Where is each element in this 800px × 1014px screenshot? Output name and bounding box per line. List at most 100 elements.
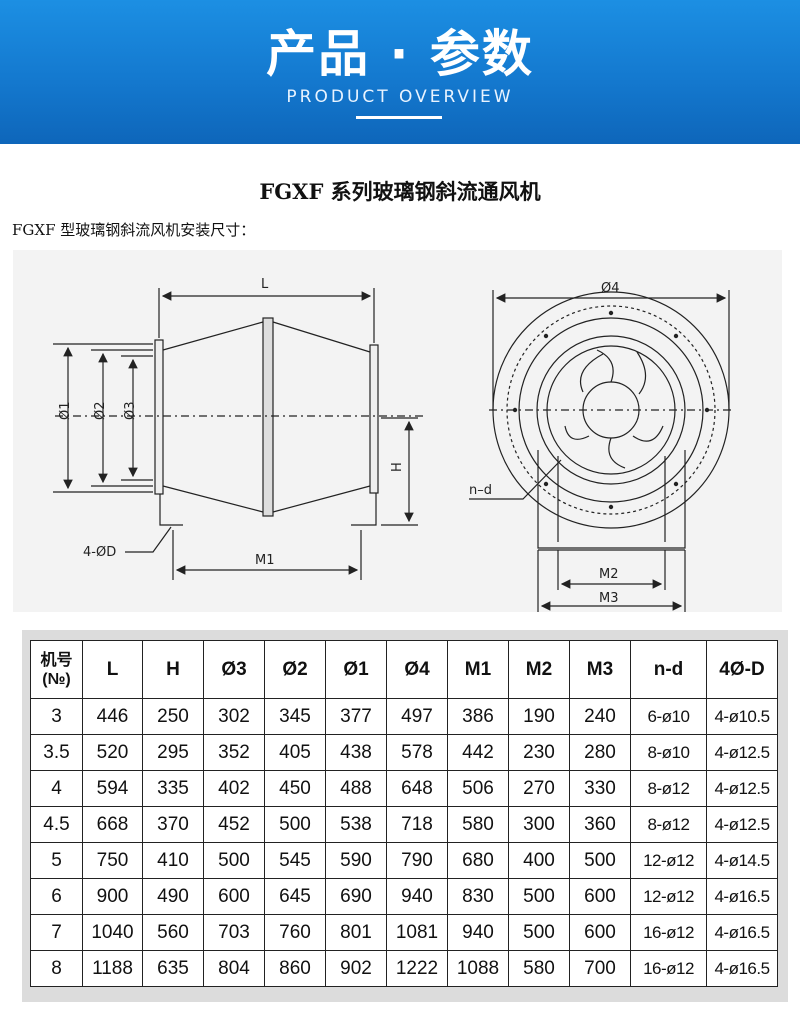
table-cell: 400 xyxy=(508,842,570,879)
header-cell: Ø4 xyxy=(386,640,448,699)
table-cell: 8-ø10 xyxy=(630,734,707,771)
table-cell: 668 xyxy=(82,806,143,843)
table-cell: 680 xyxy=(447,842,509,879)
table-cell: 405 xyxy=(264,734,326,771)
table-cell: 4-ø12.5 xyxy=(706,770,778,807)
table-cell: 345 xyxy=(264,698,326,735)
table-cell: 520 xyxy=(82,734,143,771)
banner-title: 产品 · 参数 xyxy=(266,25,534,83)
table-cell: 446 xyxy=(82,698,143,735)
table-cell: 4-ø16.5 xyxy=(706,950,778,987)
table-cell: 5 xyxy=(30,842,83,879)
table-cell: 230 xyxy=(508,734,570,771)
header-model-no: 机号 (№) xyxy=(40,651,73,688)
label-d3: Ø3 xyxy=(123,401,138,420)
table-cell: 488 xyxy=(325,770,387,807)
table-cell: 280 xyxy=(569,734,631,771)
banner-divider xyxy=(356,116,442,119)
table-cell: 352 xyxy=(203,734,265,771)
label-M2: M2 xyxy=(599,567,619,582)
table-cell: 600 xyxy=(569,878,631,915)
header-cell: L xyxy=(82,640,143,699)
table-cell: 386 xyxy=(447,698,509,735)
label-M1: M1 xyxy=(255,553,275,568)
side-view-labels: L Ø1 Ø2 Ø3 H 4-ØD M1 xyxy=(58,277,405,568)
table-cell: 578 xyxy=(386,734,448,771)
table-cell: 438 xyxy=(325,734,387,771)
header-cell: 机号 (№) xyxy=(30,640,83,699)
label-H: H xyxy=(390,462,405,472)
table-cell: 295 xyxy=(142,734,204,771)
label-bolt: 4-ØD xyxy=(83,545,116,560)
header-cell: M1 xyxy=(447,640,509,699)
table-cell: 940 xyxy=(386,878,448,915)
banner-subtitle: PRODUCT OVERVIEW xyxy=(286,87,514,107)
table-cell: 940 xyxy=(447,914,509,951)
table-cell: 335 xyxy=(142,770,204,807)
table-cell: 902 xyxy=(325,950,387,987)
header-cell: M2 xyxy=(508,640,570,699)
table-cell: 302 xyxy=(203,698,265,735)
spec-table-panel: 机号 (№) L H Ø3 Ø2 Ø1 Ø4 M1 M2 M3 n-d 4Ø-D… xyxy=(22,630,788,1002)
label-d4: Ø4 xyxy=(601,281,620,296)
table-cell: 402 xyxy=(203,770,265,807)
table-cell: 718 xyxy=(386,806,448,843)
table-cell: 790 xyxy=(386,842,448,879)
table-cell: 500 xyxy=(203,842,265,879)
table-cell: 690 xyxy=(325,878,387,915)
label-nd: n–d xyxy=(469,483,492,498)
table-cell: 16-ø12 xyxy=(630,914,707,951)
table-cell: 4-ø10.5 xyxy=(706,698,778,735)
table-cell: 594 xyxy=(82,770,143,807)
table-cell: 560 xyxy=(142,914,204,951)
spec-table: 机号 (№) L H Ø3 Ø2 Ø1 Ø4 M1 M2 M3 n-d 4Ø-D… xyxy=(30,640,778,987)
bolt-holes xyxy=(512,310,710,510)
table-cell: 330 xyxy=(569,770,631,807)
table-cell: 1040 xyxy=(82,914,143,951)
table-cell: 370 xyxy=(142,806,204,843)
table-cell: 4-ø14.5 xyxy=(706,842,778,879)
table-cell: 860 xyxy=(264,950,326,987)
table-cell: 490 xyxy=(142,878,204,915)
table-cell: 545 xyxy=(264,842,326,879)
table-cell: 377 xyxy=(325,698,387,735)
table-cell: 12-ø12 xyxy=(630,878,707,915)
table-cell: 750 xyxy=(82,842,143,879)
table-cell: 900 xyxy=(82,878,143,915)
table-cell: 506 xyxy=(447,770,509,807)
table-cell: 1081 xyxy=(386,914,448,951)
table-cell: 590 xyxy=(325,842,387,879)
table-cell: 4 xyxy=(30,770,83,807)
table-cell: 801 xyxy=(325,914,387,951)
table-cell: 3 xyxy=(30,698,83,735)
table-header-row: 机号 (№) L H Ø3 Ø2 Ø1 Ø4 M1 M2 M3 n-d 4Ø-D xyxy=(30,640,778,699)
table-cell: 580 xyxy=(508,950,570,987)
header-banner: 产品 · 参数 PRODUCT OVERVIEW xyxy=(0,0,800,144)
table-cell: 1188 xyxy=(82,950,143,987)
header-cell: M3 xyxy=(569,640,631,699)
table-cell: 16-ø12 xyxy=(630,950,707,987)
document-title: FGXF 系列玻璃钢斜流通风机 xyxy=(259,179,541,204)
table-cell: 645 xyxy=(264,878,326,915)
table-cell: 580 xyxy=(447,806,509,843)
table-cell: 1222 xyxy=(386,950,448,987)
side-view xyxy=(53,288,423,580)
table-cell: 410 xyxy=(142,842,204,879)
label-d2: Ø2 xyxy=(93,401,108,420)
label-d1: Ø1 xyxy=(58,401,73,420)
table-cell: 8-ø12 xyxy=(630,770,707,807)
table-cell: 4-ø16.5 xyxy=(706,878,778,915)
table-cell: 442 xyxy=(447,734,509,771)
document-subtitle: FGXF 型玻璃钢斜流风机安装尺寸： xyxy=(12,221,256,239)
table-cell: 830 xyxy=(447,878,509,915)
table-cell: 6-ø10 xyxy=(630,698,707,735)
table-cell: 8-ø12 xyxy=(630,806,707,843)
